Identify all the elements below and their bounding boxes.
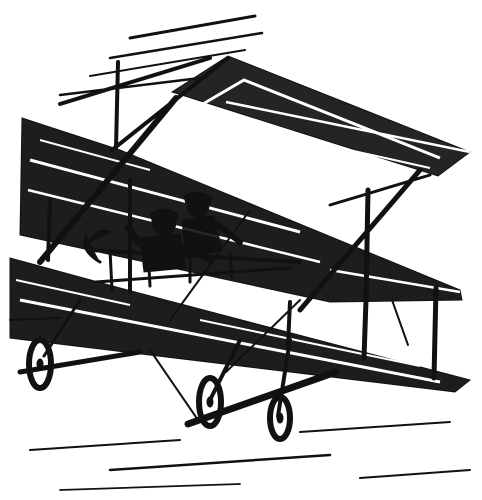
top-wing <box>170 55 472 177</box>
pilots <box>124 192 243 273</box>
rear-pilot <box>181 192 243 259</box>
rear-wheel <box>26 337 54 391</box>
wing-struts <box>37 56 439 381</box>
front-left-wheel <box>196 375 224 429</box>
front-pilot <box>124 208 213 273</box>
front-right-wheel <box>267 394 293 442</box>
wheels <box>26 337 293 442</box>
